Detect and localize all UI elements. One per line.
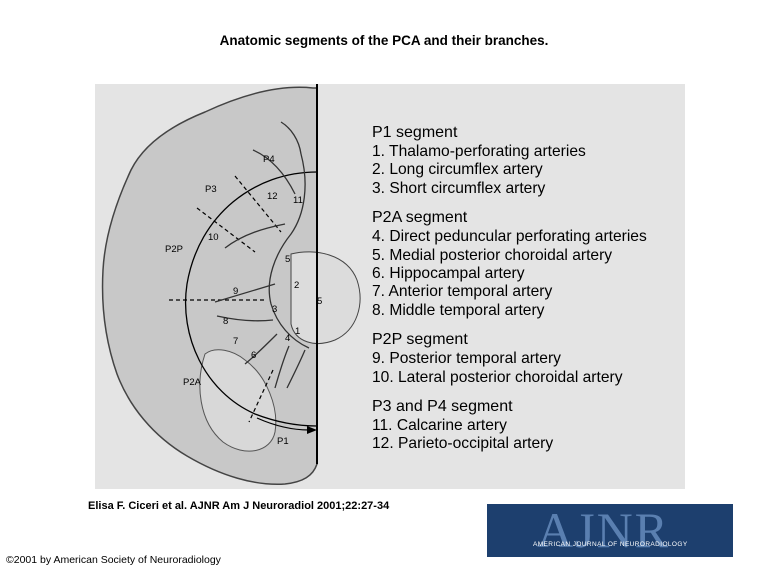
figure-title: Anatomic segments of the PCA and their b… bbox=[219, 33, 549, 48]
legend-item: 12. Parieto-occipital artery bbox=[372, 435, 554, 453]
label-p3: P3 bbox=[205, 184, 217, 195]
label-n3: 3 bbox=[272, 304, 278, 315]
label-n2: 2 bbox=[294, 280, 300, 291]
legend-item: 2. Long circumflex artery bbox=[372, 161, 543, 179]
legend-item: 8. Middle temporal artery bbox=[372, 301, 545, 319]
label-n7: 7 bbox=[233, 336, 239, 347]
legend-item: 9. Posterior temporal artery bbox=[372, 350, 561, 368]
pca-trunk bbox=[268, 153, 310, 349]
logo-letters: AJNR bbox=[537, 504, 671, 557]
label-n10: 10 bbox=[208, 232, 219, 243]
copyright: ©2001 by American Society of Neuroradiol… bbox=[6, 554, 221, 566]
label-n5a: 5 bbox=[285, 254, 291, 265]
legend-heading-p1: P1 segment bbox=[372, 124, 458, 141]
logo-subtitle: AMERICAN JOURNAL OF NEURORADIOLOGY bbox=[533, 541, 688, 548]
label-p2a: P2A bbox=[183, 377, 201, 388]
label-n12: 12 bbox=[267, 191, 278, 202]
label-n6: 6 bbox=[251, 350, 257, 361]
legend-item: 11. Calcarine artery bbox=[372, 417, 507, 435]
label-n8: 8 bbox=[223, 316, 229, 327]
legend-item: 4. Direct peduncular perforating arterie… bbox=[372, 228, 647, 246]
legend-item: 7. Anterior temporal artery bbox=[372, 283, 553, 301]
legend-heading-p3p4: P3 and P4 segment bbox=[372, 398, 513, 416]
legend-item: 6. Hippocampal artery bbox=[372, 265, 525, 283]
label-p4: P4 bbox=[263, 154, 275, 165]
label-n1: 1 bbox=[295, 326, 301, 337]
label-p2p: P2P bbox=[165, 244, 183, 255]
label-p1: P1 bbox=[277, 436, 289, 447]
legend-item: 5. Medial posterior choroidal artery bbox=[372, 246, 613, 264]
brain-illustration bbox=[101, 84, 361, 485]
legend: P1 segment 1. Thalamo-perforating arteri… bbox=[372, 123, 647, 454]
legend-item: 10. Lateral posterior choroidal artery bbox=[372, 368, 623, 386]
legend-heading-p2a: P2A segment bbox=[372, 209, 468, 227]
ajnr-logo: AJNR AMERICAN JOURNAL OF NEURORADIOLOGY bbox=[487, 504, 733, 557]
label-n11: 11 bbox=[293, 195, 303, 206]
anatomic-figure: P4 P3 P2P P2A P1 12 11 10 9 8 7 6 5 5 2 … bbox=[95, 84, 685, 489]
temporal-lobe bbox=[199, 349, 277, 452]
label-n5b: 5 bbox=[317, 296, 323, 307]
label-n9: 9 bbox=[233, 286, 239, 297]
midbrain bbox=[290, 251, 361, 344]
segment-arc bbox=[185, 171, 318, 427]
label-n4: 4 bbox=[285, 333, 291, 344]
citation: Elisa F. Ciceri et al. AJNR Am J Neurora… bbox=[88, 500, 390, 512]
legend-heading-p2p: P2P segment bbox=[372, 331, 468, 349]
legend-item: 1. Thalamo-perforating arteries bbox=[372, 143, 586, 160]
legend-item: 3. Short circumflex artery bbox=[372, 179, 546, 197]
